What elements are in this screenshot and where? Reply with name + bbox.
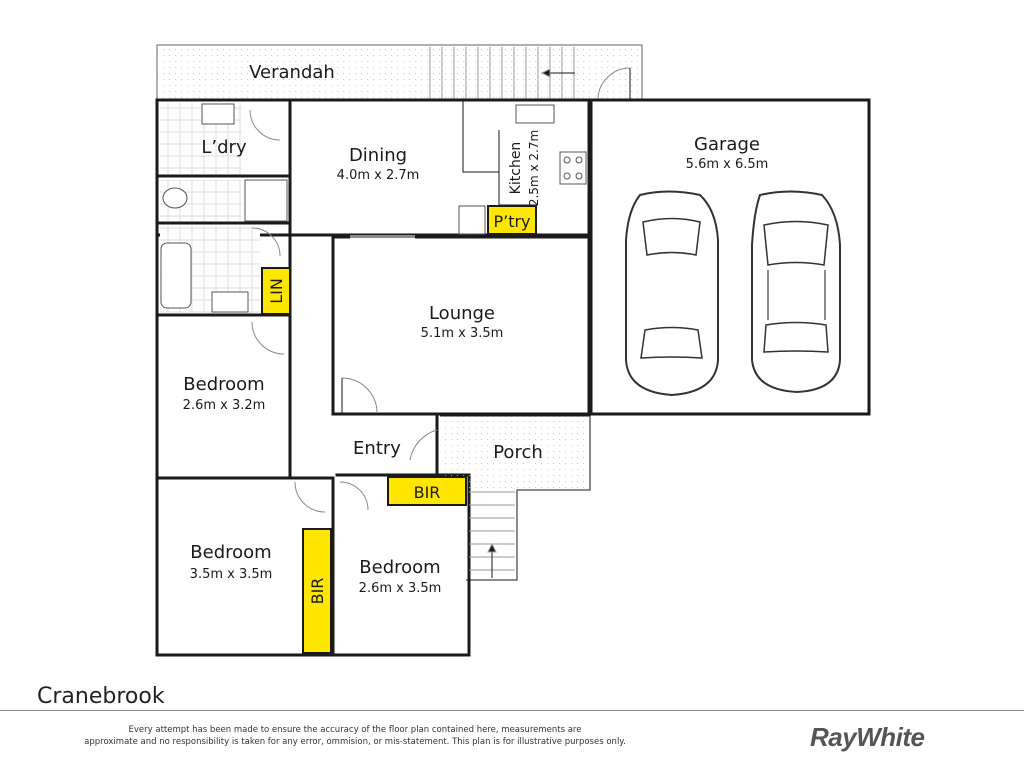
disclaimer-line-1: Every attempt has been made to ensure th… <box>128 725 582 735</box>
bir-left-box: BIR <box>302 528 332 654</box>
bir-left-label: BIR <box>308 578 327 605</box>
bedroom-left-dims: 3.5m x 3.5m <box>190 567 273 582</box>
dining-label: Dining <box>349 145 407 166</box>
garage-label: Garage <box>694 134 760 155</box>
lounge-room <box>331 235 591 416</box>
dining-dims: 4.0m x 2.7m <box>337 168 420 183</box>
suburb-name: Cranebrook <box>37 684 165 709</box>
verandah-door-swing <box>597 67 631 101</box>
kitchen-dims: 2.5m x 2.7m <box>527 130 541 206</box>
laundry-tub <box>201 103 235 125</box>
wet-areas <box>160 103 288 355</box>
car-right-icon <box>751 190 841 394</box>
cooktop <box>559 151 587 185</box>
disclaimer-line-2: approximate and no responsibility is tak… <box>84 737 626 747</box>
bedroom-upper-label: Bedroom <box>183 374 264 395</box>
laundry-label: L’dry <box>201 137 247 158</box>
porch-label: Porch <box>493 442 543 463</box>
footer-divider <box>0 710 1024 711</box>
floor-plan: LIN P’try <box>155 44 871 657</box>
shower <box>244 179 288 222</box>
disclaimer-text: Every attempt has been made to ensure th… <box>80 724 630 748</box>
verandah-area <box>156 44 643 101</box>
fridge-space <box>458 205 486 235</box>
bir-right-label: BIR <box>414 483 441 502</box>
lounge-dims: 5.1m x 3.5m <box>421 326 504 341</box>
pantry-label: P’try <box>493 212 530 231</box>
pantry-box <box>487 205 537 235</box>
kitchen-area: P’try <box>458 100 587 235</box>
car-left-icon <box>625 190 719 397</box>
garage-room <box>589 98 871 416</box>
bedroom-left-label: Bedroom <box>190 542 271 563</box>
raywhite-logo: RayWhite <box>810 722 925 752</box>
bedroom-right-dims: 2.6m x 3.5m <box>359 581 442 596</box>
kitchen-label: Kitchen <box>508 142 524 195</box>
porch-stairs <box>469 491 515 578</box>
linen-cupboard: LIN <box>261 267 291 315</box>
bir-right-box: BIR <box>387 476 467 506</box>
garage-dims: 5.6m x 6.5m <box>686 157 769 172</box>
bedroom-right-label: Bedroom <box>359 557 440 578</box>
toilet <box>162 187 188 209</box>
bathtub <box>160 242 192 309</box>
house-walls <box>155 98 591 657</box>
linen-label: LIN <box>267 278 286 304</box>
entry-label: Entry <box>353 438 401 459</box>
bedroom-upper-dims: 2.6m x 3.2m <box>183 398 266 413</box>
kitchen-sink <box>515 104 555 124</box>
verandah-stairs <box>429 47 575 99</box>
lounge-label: Lounge <box>429 303 495 324</box>
vanity-basin <box>211 291 249 313</box>
verandah-label: Verandah <box>249 62 335 83</box>
